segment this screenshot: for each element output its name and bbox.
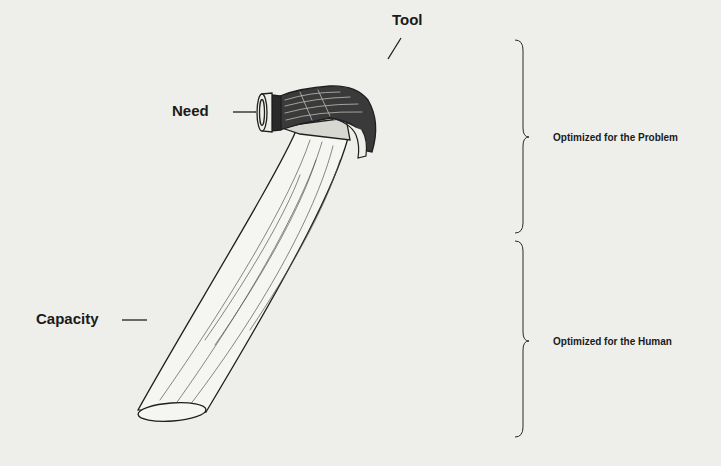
brace bbox=[515, 40, 529, 233]
hammer bbox=[137, 86, 375, 423]
wood-grain bbox=[160, 140, 340, 405]
claw-slit bbox=[330, 118, 367, 158]
bracket-label: Optimized for the Problem bbox=[553, 132, 678, 143]
braces bbox=[515, 40, 529, 437]
brace bbox=[515, 241, 529, 437]
part-label: Tool bbox=[392, 12, 423, 29]
leader-line bbox=[122, 319, 147, 320]
part-label: Need bbox=[172, 103, 209, 120]
leader-line bbox=[388, 38, 401, 59]
part-label: Capacity bbox=[36, 311, 99, 328]
leader-lines bbox=[122, 38, 401, 320]
leader-line bbox=[233, 111, 256, 112]
head-hatching bbox=[285, 90, 362, 120]
handle-end bbox=[137, 401, 206, 424]
hammer-face-rim bbox=[260, 100, 265, 126]
bracket-label: Optimized for the Human bbox=[553, 336, 672, 347]
hammer-face-end bbox=[257, 94, 267, 131]
hammer-handle bbox=[138, 126, 348, 412]
hammer-collar bbox=[272, 95, 281, 131]
